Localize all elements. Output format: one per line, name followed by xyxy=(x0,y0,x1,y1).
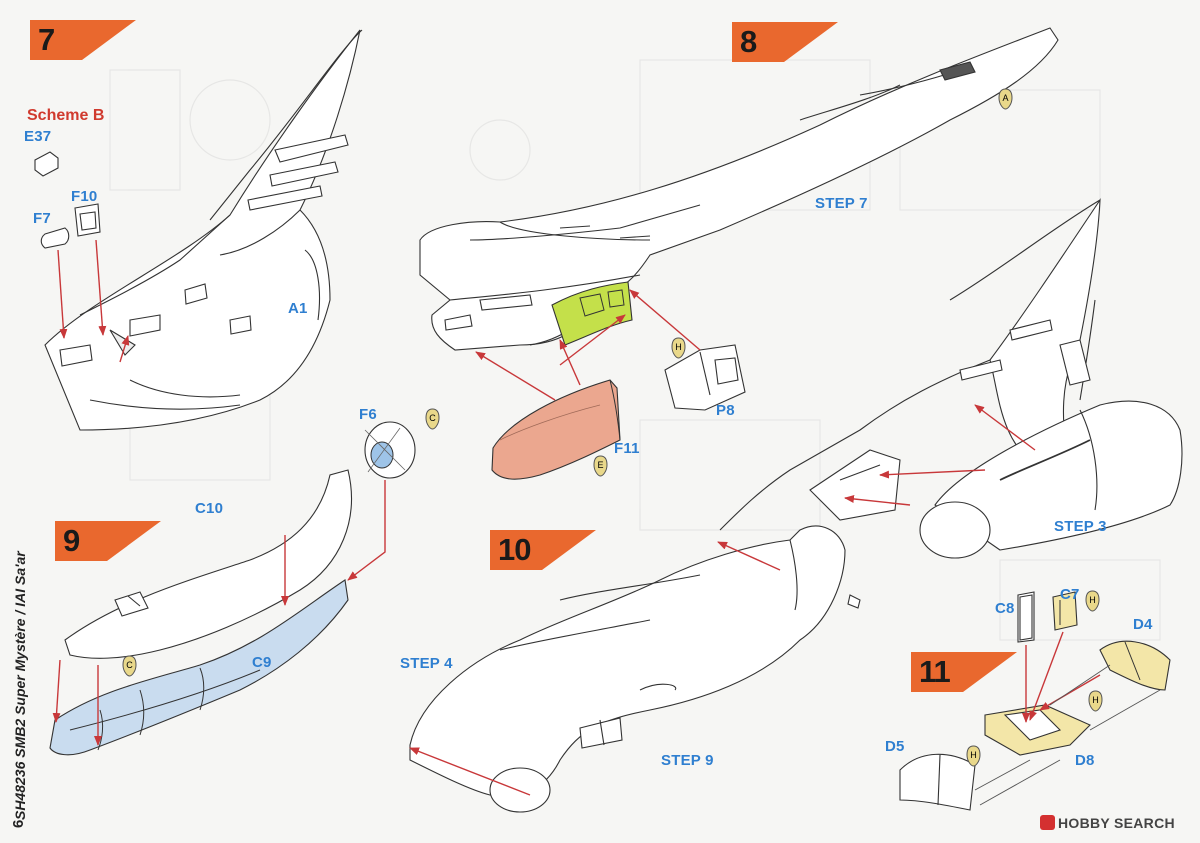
bubble-h1-letter: H xyxy=(675,342,682,352)
part-d8 xyxy=(984,704,1091,756)
bubble-h3-letter: H xyxy=(1092,695,1099,705)
part-f10 xyxy=(74,203,101,237)
label-f10: F10 xyxy=(71,188,98,205)
watermark: HOBBY SEARCH xyxy=(1040,815,1175,831)
part-p8 xyxy=(664,344,746,411)
side-title: SH48236 SMB2 Super Mystère / IAI Sa'ar xyxy=(12,551,28,820)
part-f7 xyxy=(40,227,70,249)
label-f6: F6 xyxy=(359,406,377,423)
part-c8 xyxy=(1017,591,1035,643)
part-f6 xyxy=(364,421,416,479)
bubble-h4-letter: H xyxy=(970,750,977,760)
label-e37: E37 xyxy=(24,128,52,145)
label-step7: STEP 7 xyxy=(815,195,868,212)
bubble-e-letter: E xyxy=(597,460,603,470)
step8-fuselage xyxy=(419,27,1059,351)
step-7-number: 7 xyxy=(38,22,55,57)
step-9-flag: 9 xyxy=(55,521,161,561)
part-d5 xyxy=(899,753,976,811)
label-c9: C9 xyxy=(252,654,272,671)
paint-bubble-h1: H xyxy=(671,337,686,359)
scheme-label: Scheme B xyxy=(27,107,105,124)
step-11-flag: 11 xyxy=(911,652,1017,692)
step7-fuselage xyxy=(44,29,363,431)
paint-bubble-h2: H xyxy=(1085,590,1100,612)
label-c8: C8 xyxy=(995,600,1015,617)
watermark-text: HOBBY SEARCH xyxy=(1058,815,1175,831)
part-e37 xyxy=(34,151,59,177)
step-9-number: 9 xyxy=(63,523,80,558)
label-a1: A1 xyxy=(288,300,308,317)
paint-bubble-c2: C xyxy=(122,655,137,677)
paint-bubble-c1: C xyxy=(425,408,440,430)
part-c7 xyxy=(1052,591,1078,631)
part-f11 xyxy=(491,379,621,480)
paint-bubble-e: E xyxy=(593,455,608,477)
part-side-pod xyxy=(809,449,901,521)
part-nozzle xyxy=(919,400,1183,559)
watermark-logo-icon xyxy=(1040,815,1055,830)
part-c9 xyxy=(49,579,349,756)
paint-bubble-h3: H xyxy=(1088,690,1103,712)
label-d4: D4 xyxy=(1133,616,1153,633)
part-c10 xyxy=(64,469,352,659)
step10-fuselage xyxy=(409,525,861,813)
bubble-h2-letter: H xyxy=(1089,595,1096,605)
label-step9: STEP 9 xyxy=(661,752,714,769)
step-11-number: 11 xyxy=(919,654,951,689)
step-10-number: 10 xyxy=(498,532,531,567)
page-number: 6 xyxy=(10,819,27,828)
label-d5: D5 xyxy=(885,738,905,755)
step-8-flag: 8 xyxy=(732,22,838,62)
step-8-number: 8 xyxy=(740,24,757,59)
bubble-a-letter: A xyxy=(1002,93,1008,103)
bubble-c1-letter: C xyxy=(429,413,436,423)
label-step4: STEP 4 xyxy=(400,655,453,672)
paint-bubble-h4: H xyxy=(966,745,981,767)
bubble-c2-letter: C xyxy=(126,660,133,670)
label-d8: D8 xyxy=(1075,752,1095,769)
label-c10: C10 xyxy=(195,500,224,517)
label-c7: C7 xyxy=(1060,586,1080,603)
label-f11: F11 xyxy=(614,440,640,457)
part-d4 xyxy=(1099,640,1171,691)
label-p8: P8 xyxy=(716,402,735,419)
step-10-flag: 10 xyxy=(490,530,596,570)
label-step3: STEP 3 xyxy=(1054,518,1107,535)
label-f7: F7 xyxy=(33,210,51,227)
step3-fuselage xyxy=(719,198,1101,531)
step-7-flag: 7 xyxy=(30,20,136,60)
paint-bubble-a: A xyxy=(998,88,1013,110)
